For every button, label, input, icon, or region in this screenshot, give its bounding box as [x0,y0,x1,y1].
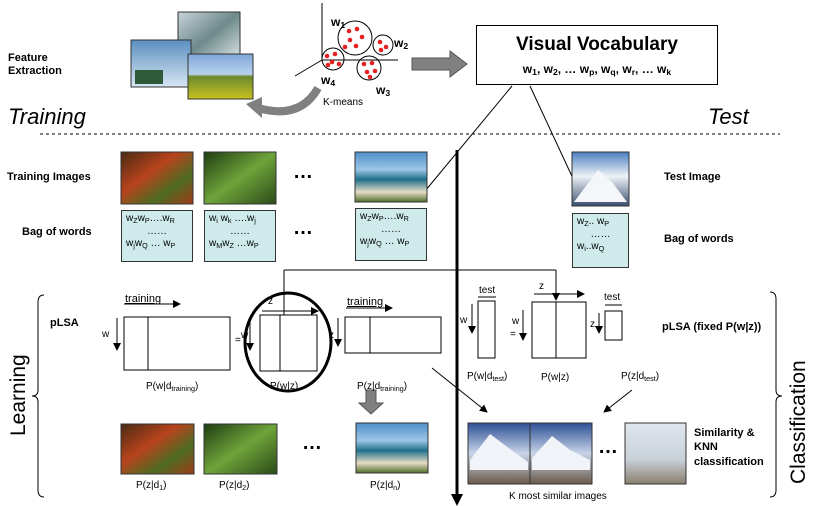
cluster-w3-label: w3 [376,83,391,99]
bag-training-2: wi wk ….wj……wMwZ …wP [204,210,276,262]
ellipsis-similar: … [598,436,618,458]
matrix-pwz-test [531,301,587,359]
cluster-w2-label: w2 [394,36,409,52]
training-images-label: Training Images [7,171,91,183]
similar-image-k [624,422,687,485]
ellipsis-bags: … [293,217,313,239]
cluster-circles [321,20,394,81]
axis-z-2: z [329,330,334,341]
training-caption: Training [8,104,86,129]
axis-z-3: z [539,281,544,292]
cluster-w1-label: w1 [331,15,346,31]
training-image-1-bottom [120,423,195,475]
ellipsis-bottom: … [302,432,322,454]
bag-training-1: wZwP….wR……wjwQ … wP [121,210,193,262]
matrix-pzd-test [604,310,623,341]
training-image-2 [203,151,277,205]
k-most-similar-label: K most similar images [509,491,607,502]
caption-pzd-training: P(z|dtraining) [357,381,408,393]
learning-brace [31,294,45,498]
highlight-circle [243,291,333,393]
axis-w-2: w [241,330,249,341]
training-image-n-bottom [355,422,429,474]
bag-of-words-test-label: Bag of words [664,233,734,245]
caption-pwd-training: P(w|dtraining) [146,381,199,393]
to-vocabulary-arrow [411,49,468,79]
axis-z-1: z [268,296,273,307]
axis-w-1: w [102,329,110,340]
caption-pzd-n: P(z|dn) [370,480,401,492]
caption-pzd-2: P(z|d2) [219,480,250,492]
visual-vocabulary-box: Visual Vocabulary w1, w2, … wp, wq, wr, … [476,25,718,85]
ellipsis-images: … [293,161,313,183]
visual-vocabulary-words: w1, w2, … wp, wq, wr, … wk [522,62,672,78]
training-image-1 [120,151,194,205]
caption-pwz: P(w|z) [270,381,299,392]
axis-training-1: training [125,293,162,305]
training-image-2-bottom [203,423,278,475]
axis-w-3: w [460,315,468,326]
caption-pwd-test: P(w|dtest) [467,371,508,383]
bag-test: wZ.. wP……wi..wQ [572,213,629,268]
test-caption: Test [708,104,749,129]
axis-test-1: test [479,285,496,296]
classification-label: Classification [787,360,810,484]
classification-brace [769,291,783,498]
feature-extraction-label: Feature Extraction [8,52,62,78]
axis-test-2: test [604,292,621,303]
caption-pzd-1: P(z|d1) [136,480,167,492]
axis-w-4: w [512,316,520,327]
equals-2: = [510,329,516,340]
training-image-n [354,151,428,203]
bag-training-n: wZwP….wR……wjwQ … wP [355,208,427,261]
caption-pwz-test: P(w|z) [541,372,570,383]
matrix-pwd-training [123,316,231,371]
test-image-label: Test Image [664,171,721,183]
equals-1: = [235,335,241,346]
feature-photo-field [187,53,254,100]
plsa-label: pLSA [50,317,79,329]
matrix-pwd-test [477,300,496,359]
bag-of-words-label: Bag of words [22,226,92,238]
similarity-label: Similarity & KNN classification [694,427,764,468]
learning-label: Learning [7,354,30,436]
visual-vocabulary-title: Visual Vocabulary [516,34,678,55]
kmeans-label: K-means [323,97,364,108]
cluster-w4-label: w4 [321,73,336,89]
caption-pzd-test: P(z|dtest) [621,371,660,383]
axis-z-4: z [590,319,595,330]
plsa-fixed-label: pLSA (fixed P(w|z)) [662,321,762,333]
axis-training-2: training [347,296,384,308]
matrix-pzd-training [344,316,442,354]
matrix-pwz [259,314,318,372]
